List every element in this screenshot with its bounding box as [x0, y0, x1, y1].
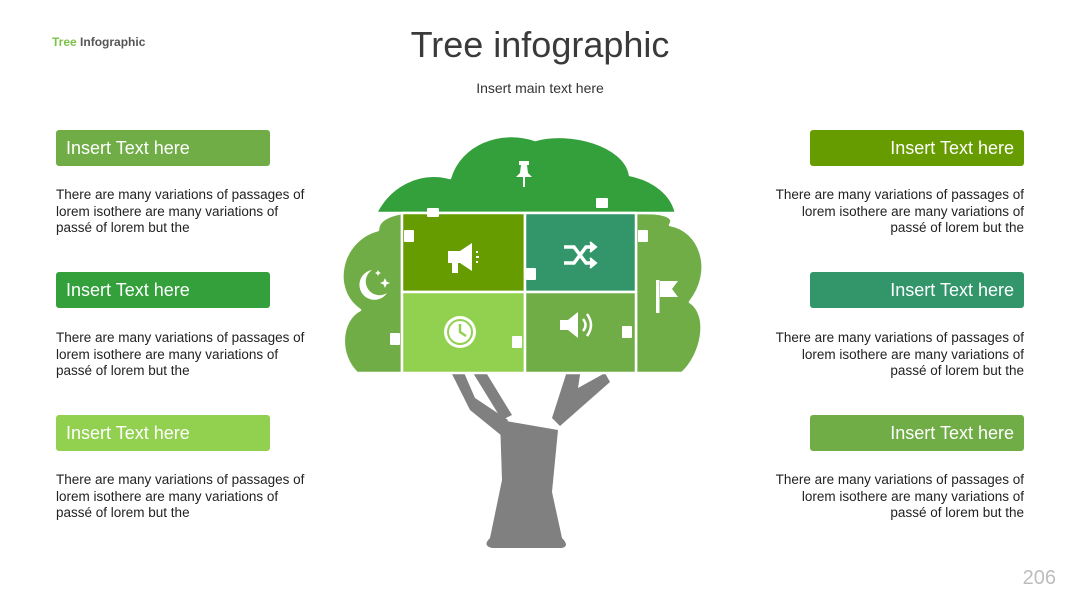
puzzle-tabs — [390, 198, 648, 348]
brand-word-tree: Tree — [52, 35, 77, 49]
left-desc-2: There are many variations of passages of… — [56, 330, 305, 378]
canopy-left-piece — [341, 211, 404, 375]
right-label-1: Insert Text here — [810, 130, 1024, 166]
slide-title: Tree infographic — [410, 24, 670, 65]
megaphone-icon — [448, 243, 479, 273]
branch-left-small — [470, 366, 512, 420]
slide-subtitle: Insert main text here — [476, 80, 604, 96]
moon-stars-icon — [359, 270, 390, 300]
tree-trunk — [450, 362, 610, 548]
brand-word-infographic: Infographic — [80, 35, 146, 49]
shuffle-icon — [564, 241, 598, 269]
right-label-2: Insert Text here — [810, 272, 1024, 308]
canopy-center-bottom-right — [523, 290, 638, 375]
left-desc-3: There are many variations of passages of… — [56, 472, 305, 520]
right-desc-1: There are many variations of passages of… — [775, 187, 1024, 235]
left-label-2: Insert Text here — [56, 272, 270, 308]
left-label-1: Insert Text here — [56, 130, 270, 166]
clock-icon — [444, 316, 476, 348]
pushpin-icon — [516, 161, 532, 187]
branch-right — [552, 362, 610, 426]
speaker-icon — [560, 312, 593, 338]
right-label-3: Insert Text here — [810, 415, 1024, 451]
right-desc-2: There are many variations of passages of… — [775, 330, 1024, 378]
left-desc-1: There are many variations of passages of… — [56, 187, 305, 235]
right-desc-3: There are many variations of passages of… — [775, 472, 1024, 520]
left-label-3: Insert Text here — [56, 415, 270, 451]
branch-left — [450, 368, 508, 436]
trunk-shape — [486, 420, 566, 548]
page-number: 206 — [1022, 567, 1056, 589]
brand-label: Tree Infographic — [52, 35, 145, 49]
flag-icon — [656, 280, 678, 313]
tree-diagram — [341, 134, 704, 548]
